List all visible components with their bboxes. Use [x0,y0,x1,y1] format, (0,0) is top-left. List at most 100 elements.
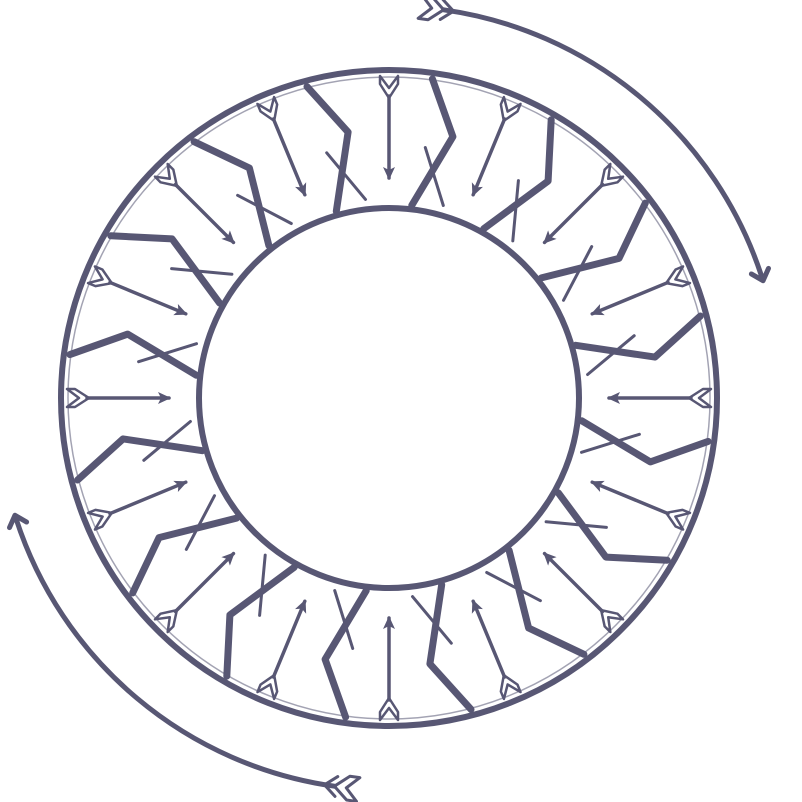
segment-divider [578,417,712,466]
circular-arrow-top-right [441,7,765,280]
arrow-fletching [687,387,713,409]
arrow-shaft [173,551,236,614]
arrow-shaft [271,599,307,679]
segment-divider-accent [170,267,234,276]
arrow-icon [65,387,171,409]
arrow-shaft [590,480,670,516]
segment-divider [107,232,224,307]
ring-arrows [65,74,713,722]
arrow-icon [590,480,692,531]
segment-divider [480,116,555,233]
arrow-shaft [542,182,605,245]
arrow-head [590,480,605,492]
outer-ring-inner-line [67,76,711,720]
arrow-icon [153,551,236,634]
arrow-icon [607,387,713,409]
arrow-head [173,480,188,492]
arrow-fletching [378,696,400,722]
arrow-fletching [599,608,625,634]
arrow-head [607,392,620,404]
arc-arrow-fletching [322,774,362,802]
arrow-icon [256,599,307,701]
arrow-head [173,304,188,316]
segment-divider-accent [184,494,216,551]
arc-arrow-fletching [416,0,456,22]
segment-divider [572,312,704,361]
arrow-head [295,599,307,614]
segment-divider-accent [325,151,367,201]
arrow-head [471,182,483,197]
segment-divider [190,138,273,250]
arrow-head [383,616,395,629]
segment-divider [129,514,241,597]
circular-arrow-top-tail [416,0,456,22]
inner-ring [196,205,582,591]
segment-divider [223,563,298,680]
arrow-shaft [108,480,188,516]
arrow-fletching [86,265,114,288]
arrow-icon [471,95,522,197]
segment-divider [554,489,671,564]
arrow-fletching [664,265,692,288]
arrow-head [383,167,395,180]
arrow-fletching [499,673,522,701]
arrow-fletching [256,95,279,123]
segment-divider-accent [586,334,636,376]
segment-divider-accent [485,571,542,603]
arrow-icon [378,616,400,722]
arrow-icon [542,162,625,245]
arrow-icon [256,95,307,197]
segment-divider [74,435,206,484]
segment-divider [66,330,200,379]
segment-divider [321,587,370,721]
segment-divider [426,581,475,713]
segment-divider [537,199,649,282]
arrow-head [221,230,235,244]
arrow-head [471,599,483,614]
segment-divider-accent [423,146,445,207]
arrow-head [543,552,557,566]
circular-arrow-right-head [748,265,772,284]
arrow-head [295,182,307,197]
segment-divider-accent [544,520,608,529]
arrow-shaft [271,117,307,197]
arc-arrow-head [748,265,772,284]
arrow-fletching [664,508,692,531]
arrow-icon [86,265,188,316]
arrow-shaft [471,117,507,197]
arrow-icon [471,599,522,701]
arrow-fletching [153,162,179,188]
segment-divider-accent [142,420,192,462]
arrow-icon [378,74,400,180]
segment-divider-accent [562,245,594,302]
ring [58,67,720,729]
segment-divider-accent [258,553,267,617]
arrow-fletching [153,608,179,634]
circular-arrow-left-head [6,512,30,531]
circular-arrow-bottom-left [13,516,337,789]
arrow-shaft [173,182,236,245]
segment-divider-accent [411,595,453,645]
arrow-fletching [378,74,400,100]
arrow-shaft [542,551,605,614]
arrow-head [590,304,605,316]
ring-segments [66,75,712,721]
arrow-fletching [256,673,279,701]
outer-ring [58,67,720,729]
segment-divider [408,75,457,209]
arrow-fletching [499,95,522,123]
circular-arrows [6,0,772,802]
arrow-icon [153,162,236,245]
arrow-shaft [108,280,188,316]
arrow-icon [542,551,625,634]
arrow-head [221,552,235,566]
arrow-head [543,230,557,244]
arrow-icon [86,480,188,531]
arrow-fletching [65,387,91,409]
arrow-shaft [590,280,670,316]
arc-arrow-head [6,512,30,531]
segment-divider [505,546,588,658]
segment-divider-accent [333,589,355,650]
